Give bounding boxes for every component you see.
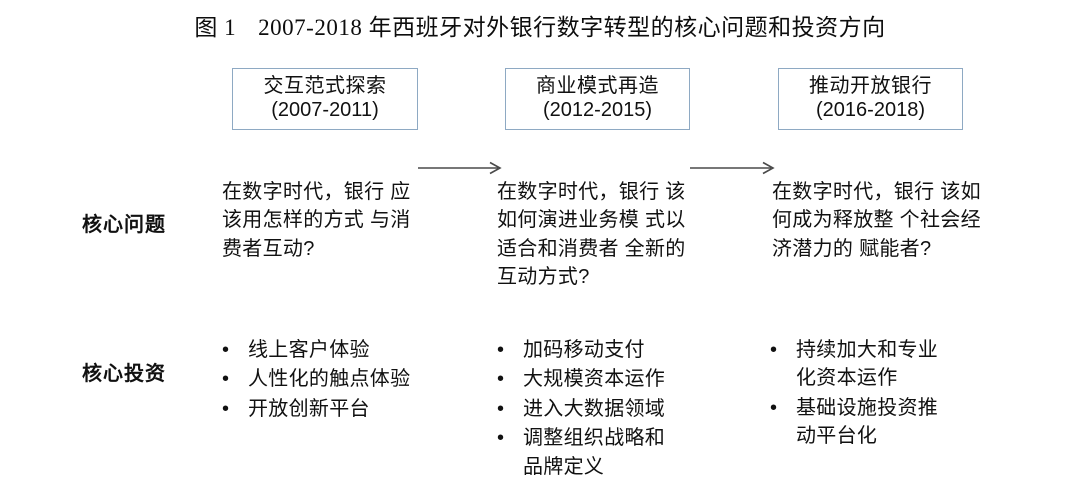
- figure-caption: 图 1 2007-2018 年西班牙对外银行数字转型的核心问题和投资方向: [0, 8, 1080, 42]
- bullet-icon: •: [222, 368, 230, 391]
- list-item: • 进入大数据领域: [497, 395, 712, 423]
- list-item-label: 基础设施投资推 动平台化: [796, 394, 985, 451]
- core-investment-column-2: • 加码移动支付 • 大规模资本运作 • 进入大数据领域 • 调整组织战略和 品…: [497, 336, 712, 482]
- list-item: • 开放创新平台: [222, 395, 437, 423]
- stage-box-3[interactable]: 推动开放银行 (2016-2018): [778, 68, 963, 130]
- core-question-column-2-line-3: 式以适合和消费者: [497, 209, 686, 260]
- stage-box-1-title: 交互范式探索: [263, 75, 387, 98]
- core-question-column-2: 在数字时代，银行 该如何演进业务模 式以适合和消费者 全新的互动方式?: [497, 178, 702, 292]
- list-item-label: 持续加大和专业 化资本运作: [796, 336, 985, 393]
- bullet-icon: •: [497, 339, 505, 361]
- stage-box-1[interactable]: 交互范式探索 (2007-2011): [232, 68, 418, 130]
- core-question-column-1-line-1: 在数字时代，银行: [222, 181, 385, 203]
- arrow-stage2-to-stage3: [690, 160, 779, 176]
- list-item: • 人性化的触点体验: [222, 365, 437, 393]
- list-item-label-line-2: 品牌定义: [523, 455, 605, 478]
- stage-box-3-years: (2016-2018): [816, 99, 925, 121]
- list-item-label: 调整组织战略和 品牌定义: [523, 424, 712, 481]
- stage-box-2[interactable]: 商业模式再造 (2012-2015): [505, 68, 690, 130]
- bullet-icon: •: [770, 396, 778, 419]
- core-question-column-3-line-4: 赋能者?: [859, 237, 932, 260]
- core-question-column-3-line-1: 在数字时代，银行: [772, 181, 935, 203]
- list-item-label-line-2: 动平台化: [796, 425, 878, 448]
- core-investment-column-3: • 持续加大和专业 化资本运作 • 基础设施投资推 动平台化: [770, 336, 985, 452]
- figure-caption-text: 2007-2018 年西班牙对外银行数字转型的核心问题和投资方向: [258, 15, 886, 40]
- list-item: • 大规模资本运作: [497, 365, 712, 393]
- list-item-label: 开放创新平台: [248, 397, 370, 420]
- list-item-label-line-1: 持续加大和专业: [796, 339, 939, 361]
- list-item: • 基础设施投资推 动平台化: [770, 394, 985, 451]
- core-investment-column-1: • 线上客户体验 • 人性化的触点体验 • 开放创新平台: [222, 336, 437, 424]
- core-question-column-3: 在数字时代，银行 该如何成为释放整 个社会经济潜力的 赋能者?: [772, 178, 982, 263]
- stage-box-3-title: 推动开放银行: [809, 75, 932, 98]
- list-item-label: 大规模资本运作: [523, 368, 666, 391]
- stage-box-1-years: (2007-2011): [271, 99, 379, 121]
- core-question-column-1-line-2: 应该用怎样的方式: [222, 181, 411, 232]
- core-question-column-2-line-2: 该如何演进业务模: [497, 181, 686, 232]
- core-question-column-3-line-3: 个社会经济潜力的: [772, 209, 981, 260]
- core-question-column-1-line-3: 与消费者互动?: [222, 209, 411, 260]
- row-label-core-questions: 核心问题: [82, 214, 166, 236]
- list-item-label: 人性化的触点体验: [248, 368, 411, 391]
- list-item-label: 进入大数据领域: [523, 397, 666, 420]
- core-question-column-2-line-1: 在数字时代，银行: [497, 181, 660, 203]
- stage-box-2-title: 商业模式再造: [536, 75, 659, 98]
- list-item-label: 加码移动支付: [523, 339, 645, 361]
- bullet-icon: •: [222, 339, 230, 361]
- core-question-column-3-line-2: 该如何成为释放整: [772, 181, 981, 232]
- bullet-icon: •: [497, 368, 505, 391]
- stage-timeline: 交互范式探索 (2007-2011) 商业模式再造 (2012-2015) 推动…: [0, 68, 1080, 175]
- bullet-icon: •: [222, 397, 230, 420]
- bullet-icon: •: [497, 427, 505, 450]
- list-item-label-line-1: 调整组织战略和: [523, 427, 666, 450]
- list-item-label-line-2: 化资本运作: [796, 367, 898, 390]
- list-item: • 调整组织战略和 品牌定义: [497, 424, 712, 481]
- bullet-icon: •: [770, 339, 778, 361]
- list-item-label: 线上客户体验: [248, 339, 370, 361]
- bullet-icon: •: [497, 397, 505, 420]
- list-item: • 线上客户体验: [222, 336, 437, 364]
- row-label-core-investments: 核心投资: [82, 363, 166, 385]
- core-question-column-1: 在数字时代，银行 应该用怎样的方式 与消费者互动?: [222, 178, 427, 263]
- core-question-column-2-line-4: 全新的互动方式?: [497, 237, 686, 289]
- stage-box-2-years: (2012-2015): [543, 99, 652, 121]
- list-item: • 持续加大和专业 化资本运作: [770, 336, 985, 393]
- arrow-stage1-to-stage2: [418, 160, 506, 176]
- figure-caption-number: 图 1: [194, 15, 237, 40]
- list-item: • 加码移动支付: [497, 336, 712, 364]
- list-item-label-line-1: 基础设施投资推: [796, 396, 939, 419]
